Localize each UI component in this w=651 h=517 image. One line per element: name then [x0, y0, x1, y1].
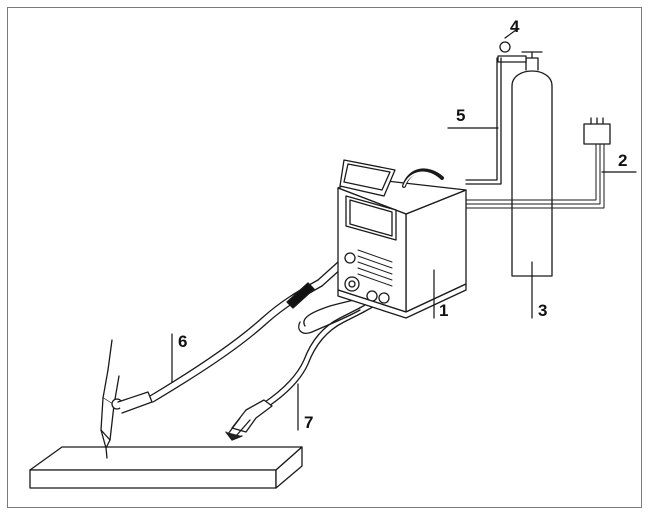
gas-regulator — [497, 41, 527, 63]
welding-torch — [100, 339, 153, 459]
gas-cylinder — [511, 51, 553, 277]
callout-3: 3 — [538, 301, 547, 320]
callout-6: 6 — [178, 332, 187, 351]
callout-2: 2 — [618, 151, 627, 170]
leader-4 — [504, 29, 517, 39]
mains-cable — [465, 143, 605, 209]
earth-clamp — [225, 399, 273, 441]
callout-labels: 1 2 3 4 5 6 7 — [178, 17, 627, 432]
workpiece — [29, 446, 303, 489]
callout-1: 1 — [439, 301, 448, 320]
power-plug — [583, 117, 611, 145]
welding-machine — [337, 159, 467, 319]
diagram-frame — [7, 7, 642, 508]
callout-4: 4 — [510, 17, 520, 36]
callout-7: 7 — [304, 413, 313, 432]
callout-5: 5 — [456, 106, 465, 125]
callout-leaders — [171, 29, 637, 431]
gas-hose — [465, 57, 502, 185]
